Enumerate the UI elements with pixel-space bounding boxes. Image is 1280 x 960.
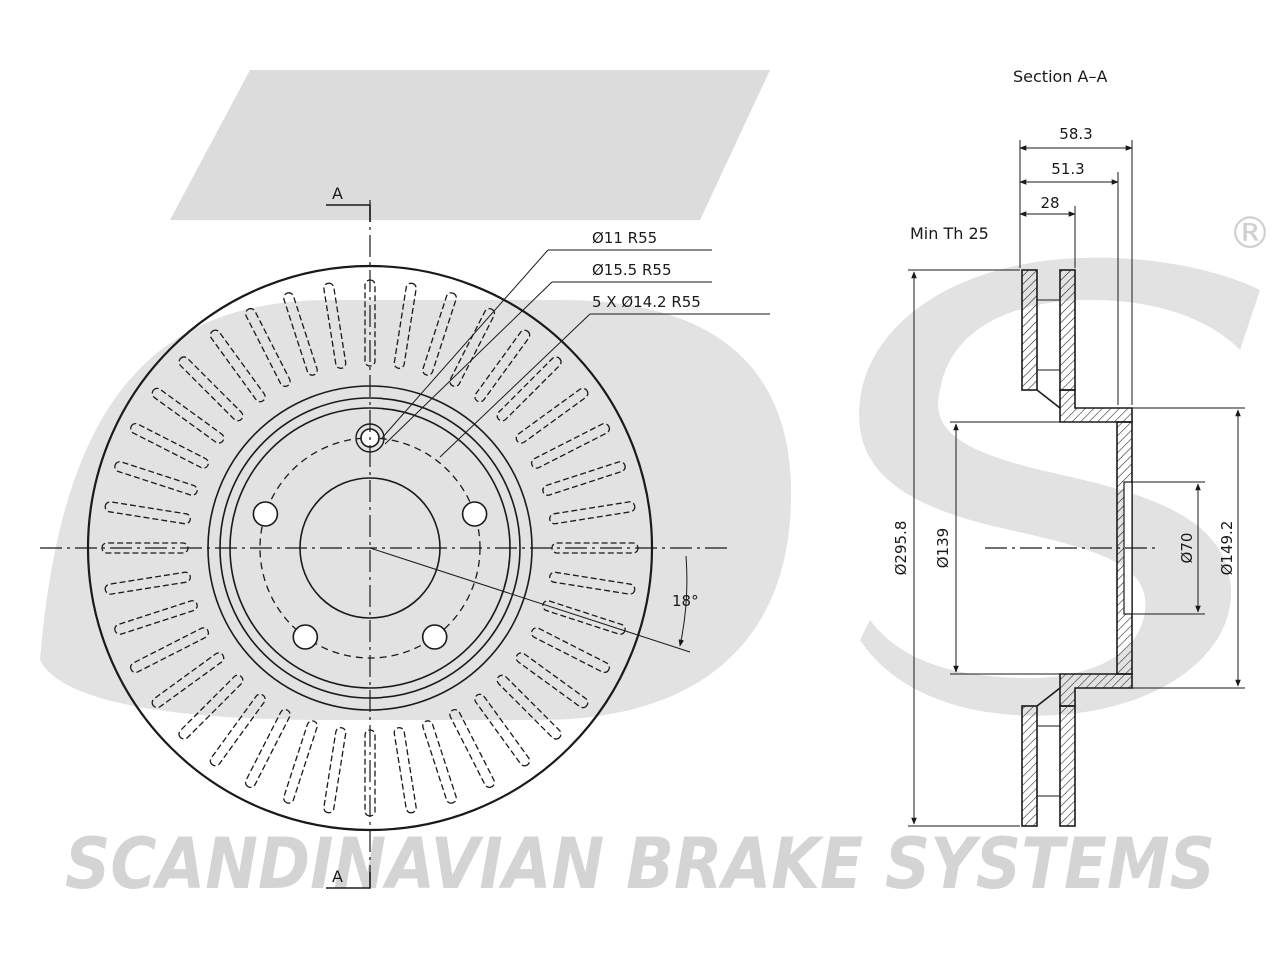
vent-slot — [496, 674, 562, 740]
vent-slot — [496, 356, 562, 422]
vent-slot — [114, 600, 198, 635]
callout-hole-medium: Ø15.5 R55 — [592, 261, 671, 279]
section-title: Section A–A — [1013, 67, 1107, 86]
callout-hole-small: Ø11 R55 — [592, 229, 657, 247]
upper-friction-plate-outer — [1021, 269, 1038, 391]
vent-slot — [449, 308, 496, 388]
registered-mark: ® — [1228, 208, 1272, 259]
min-thickness-label: Min Th 25 — [910, 224, 989, 243]
section-marker-top-line — [326, 204, 371, 222]
bolt-hole — [461, 501, 488, 527]
vent-slot — [515, 387, 589, 444]
section-marker-bottom-line — [326, 872, 371, 889]
upper-hat-wall — [1059, 389, 1133, 423]
vent-slot — [151, 652, 225, 709]
section-view: Section A–A Min Th 25 58.3 51.3 28 — [892, 67, 1245, 827]
section-marker-top: A — [332, 184, 343, 203]
vent-slot — [474, 693, 531, 767]
vent-slot — [515, 652, 589, 709]
vent-slot — [393, 727, 417, 814]
angle-label: 18° — [672, 592, 699, 610]
vent-slot — [130, 422, 210, 469]
angle-arc — [678, 555, 688, 647]
lower-friction-plate-inner — [1059, 705, 1076, 827]
vent-slot — [323, 727, 347, 814]
vent-slot — [323, 282, 347, 369]
upper-hat-chamfer — [1036, 389, 1061, 409]
vent-slot — [542, 461, 626, 496]
brand-watermark-text: SCANDINAVIAN BRAKE SYSTEMS — [65, 823, 1215, 905]
dim-center-bore-label: Ø70 — [1178, 533, 1196, 564]
callout-leader-2 — [384, 281, 553, 445]
dim-outer-diameter-label: Ø295.8 — [892, 521, 910, 576]
front-view: A A Ø11 R55 Ø15.5 R55 5 X Ø14.2 R55 18° — [40, 184, 770, 889]
dim-hat-depth-label: 51.3 — [1051, 160, 1084, 178]
angle-reference-line — [369, 547, 691, 653]
vent-slot — [283, 292, 318, 376]
vent-slot — [449, 708, 496, 788]
vent-slot — [114, 461, 198, 496]
vent-slot — [244, 708, 291, 788]
callout-bolt-holes: 5 X Ø14.2 R55 — [592, 293, 701, 311]
vent-slot — [549, 571, 636, 595]
lower-hat-chamfer — [1036, 687, 1061, 707]
bolt-hole — [292, 624, 319, 650]
dim-hub-diameter-label: Ø149.2 — [1218, 521, 1236, 576]
vent-slot — [104, 571, 191, 595]
vent-slot — [530, 422, 610, 469]
vent-slot — [393, 282, 417, 369]
bolt-hole — [421, 624, 448, 650]
vent-slots — [101, 279, 639, 817]
sbs-watermark-logo: ® — [40, 70, 1272, 720]
bolt-hole — [252, 501, 279, 527]
dim-disc-thickness-label: 28 — [1040, 194, 1059, 212]
callout-leader-3 — [439, 313, 591, 458]
vent-slot — [178, 356, 244, 422]
vent-slot — [474, 329, 531, 403]
dim-hat-diameter-label: Ø139 — [934, 528, 952, 568]
vent-slot — [244, 308, 291, 388]
vent-slot — [178, 674, 244, 740]
vent-slot — [130, 627, 210, 674]
vent-slot — [104, 501, 191, 525]
vent-slot — [549, 501, 636, 525]
vent-slot — [209, 693, 266, 767]
vent-slot — [530, 627, 610, 674]
section-marker-bottom: A — [332, 867, 343, 886]
lower-friction-plate-outer — [1021, 705, 1038, 827]
vent-slot — [209, 329, 266, 403]
dim-overall-height-label: 58.3 — [1059, 125, 1092, 143]
vent-slot — [151, 387, 225, 444]
upper-friction-plate-inner — [1059, 269, 1076, 391]
vent-slot — [283, 720, 318, 804]
vent-slot — [422, 292, 457, 376]
callout-leader-1 — [381, 249, 549, 439]
vent-slot — [422, 720, 457, 804]
